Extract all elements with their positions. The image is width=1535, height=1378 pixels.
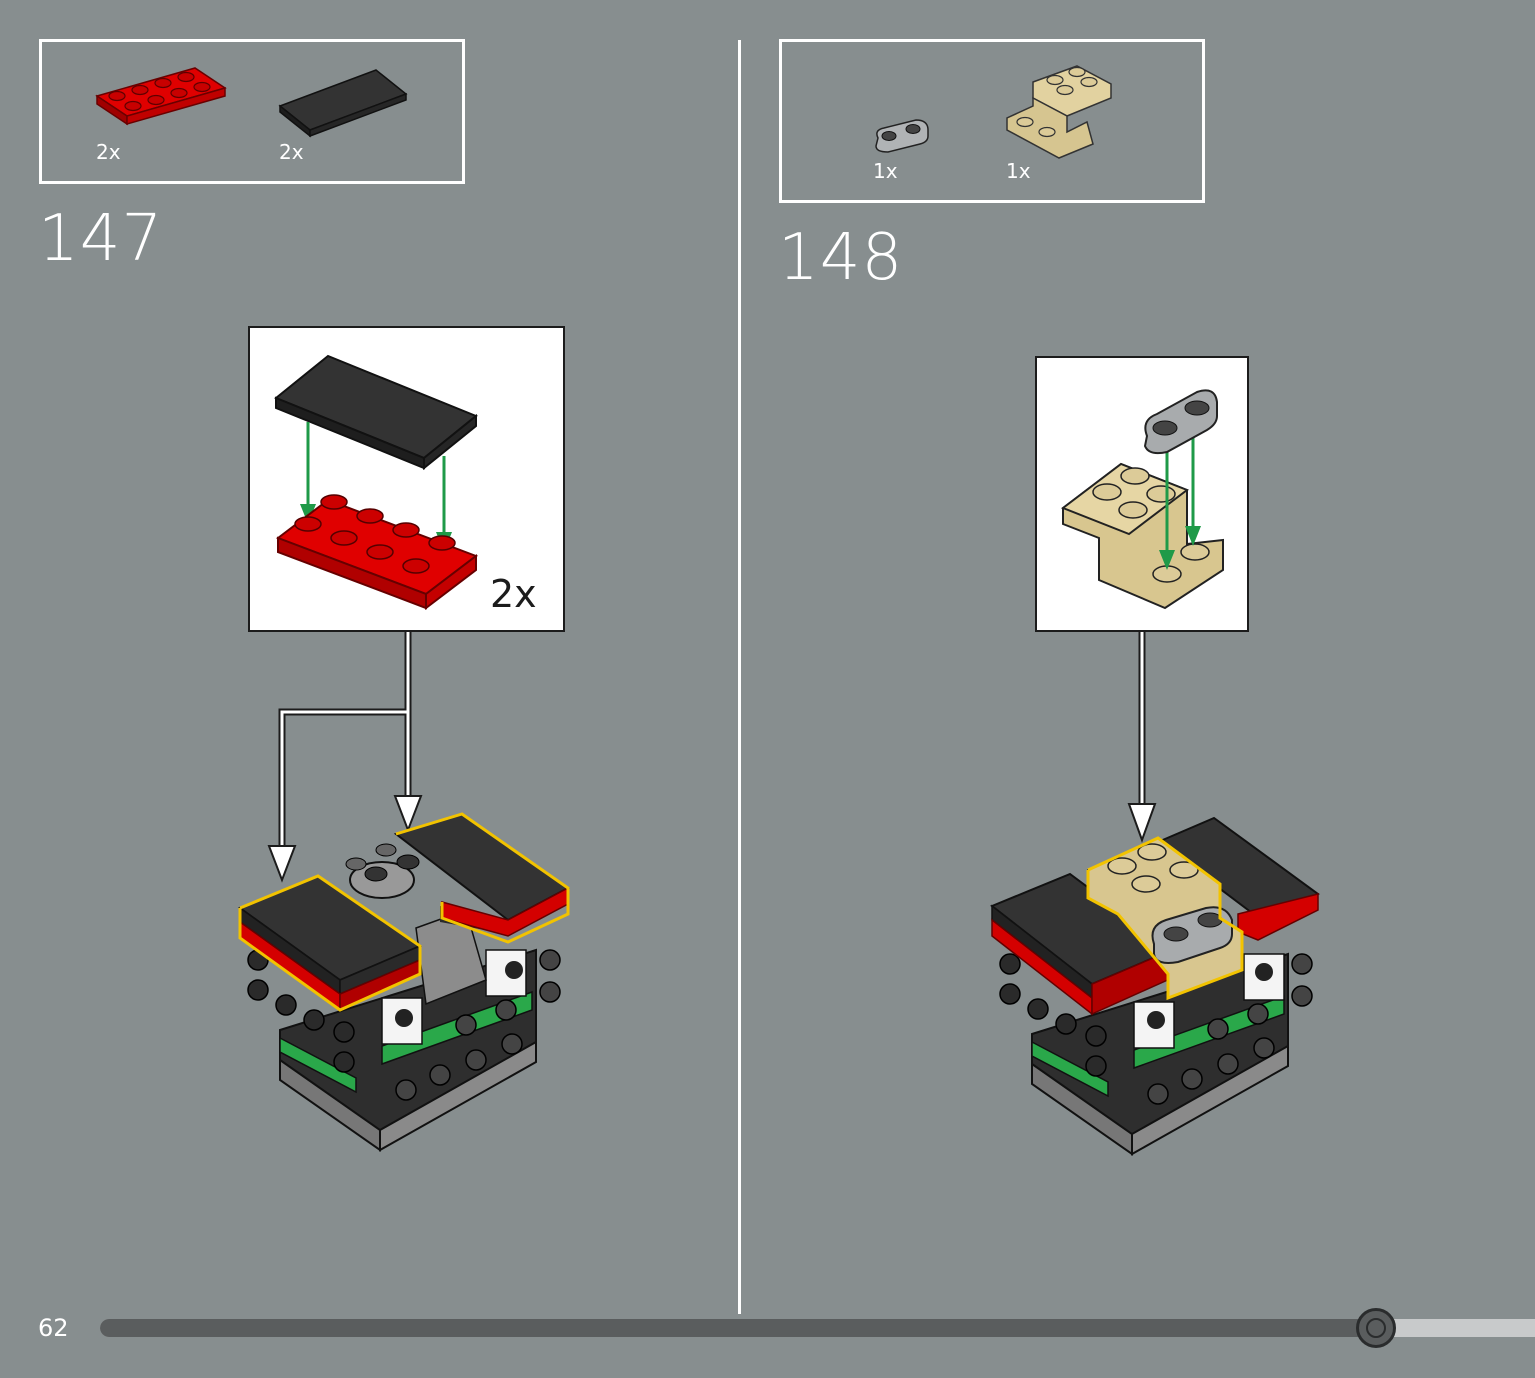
grey-plate-part-icon [875, 119, 929, 153]
tan-bracket-quantity: 1x [1006, 159, 1031, 183]
plate-onto-bracket-illustration [1060, 389, 1224, 610]
red-plate-part-icon [95, 67, 227, 126]
tan-bracket-part-icon [1006, 65, 1112, 159]
step-number-148: 148 [778, 221, 904, 295]
callout-multiplier: 2x [490, 572, 537, 616]
page-divider [738, 40, 741, 1314]
progress-handle[interactable] [1355, 1308, 1396, 1348]
progress-track [100, 1319, 1535, 1337]
step-148-callout [1035, 356, 1249, 632]
step-148-parts-list [779, 39, 1205, 203]
step-147-parts-list [39, 39, 465, 184]
black-tile-quantity: 2x [279, 140, 304, 164]
red-plate-quantity: 2x [96, 140, 121, 164]
progress-fill [100, 1319, 1376, 1337]
step-number-147: 147 [38, 202, 164, 276]
page-number: 62 [38, 1314, 69, 1342]
step-148-model [990, 816, 1320, 1156]
black-tile-part-icon [278, 69, 408, 138]
grey-plate-quantity: 1x [873, 159, 898, 183]
tile-onto-plate-illustration [274, 354, 479, 611]
step-147-model [237, 812, 570, 1152]
step-147-callout: 2x [248, 326, 565, 632]
